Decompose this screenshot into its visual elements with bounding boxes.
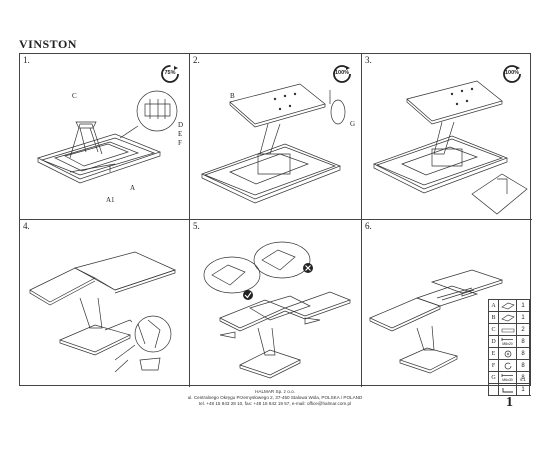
version-label: v.1 [520, 377, 526, 382]
part-qty: 1 [517, 312, 530, 323]
part-letter: D [489, 336, 499, 347]
step-6-illustration [369, 269, 504, 374]
part-letter: A [489, 300, 499, 311]
parts-row: A 1 [489, 300, 531, 312]
parts-row: C 2 [489, 324, 531, 336]
part-letter: E [489, 348, 499, 359]
instruction-grid: 1. 75% [19, 53, 532, 387]
step-number: 3. [365, 55, 372, 65]
step-number: 6. [365, 221, 372, 231]
step-number: 5. [193, 221, 200, 231]
part-label: G [350, 120, 356, 128]
badge-percent: 100% [504, 70, 520, 76]
rotate-icon [333, 65, 351, 83]
part-label: D [178, 121, 184, 129]
company-name: HALMAR Sp. z o.o. [255, 389, 295, 394]
parts-row: 1 [489, 384, 531, 396]
product-title: VINSTON [19, 37, 77, 51]
bolt-icon: M8x20 [499, 336, 517, 347]
part-label: A1 [106, 196, 115, 204]
step-3-panel: 3. 100% [362, 54, 532, 220]
step-3-illustration [373, 80, 528, 215]
check-icon [243, 290, 253, 300]
part-letter [489, 384, 499, 395]
part-label: A [130, 184, 136, 192]
panel-icon [499, 300, 517, 311]
part-label: F [178, 139, 182, 147]
step-5-illustration [203, 241, 351, 379]
washer-icon [499, 348, 517, 359]
parts-row: F 8 [489, 360, 531, 372]
step-number: 2. [193, 55, 200, 65]
step-4-panel: 4. [20, 220, 190, 387]
part-qty: 1 [517, 384, 530, 395]
part-size: M8x20 [502, 342, 513, 346]
rotate-icon [503, 65, 521, 83]
rotate-icon [161, 65, 179, 83]
step-4-illustration [29, 251, 176, 373]
step-2-panel: 2. 100% [190, 54, 362, 220]
badge-percent: 100% [334, 70, 350, 76]
company-footer: HALMAR Sp. z o.o. ul. Centralnego Okręgu… [0, 389, 550, 407]
part-letter: B [489, 312, 499, 323]
spring-washer-icon [499, 360, 517, 371]
step-1-panel: 1. 75% [20, 54, 190, 220]
step-5-panel: 5. [190, 220, 362, 387]
rotation-badge: 100% [332, 64, 352, 84]
part-qty: 8 [517, 372, 530, 383]
parts-list: A 1 B 1 C 2 D M8x20 8 E 8 F 8 G M6x30 8 … [488, 299, 531, 396]
step-2-illustration [201, 83, 346, 204]
part-qty: 8 [517, 348, 530, 359]
step-number: 4. [23, 221, 30, 231]
parts-row: D M8x20 8 [489, 336, 531, 348]
part-qty: 8 [517, 360, 530, 371]
part-letter: C [489, 324, 499, 335]
company-address: ul. Centralnego Okręgu Przemysłowego 2, … [187, 395, 363, 400]
part-qty: 2 [517, 324, 530, 335]
page-number: 1 [506, 395, 513, 410]
part-label: B [230, 92, 235, 100]
parts-row: E 8 [489, 348, 531, 360]
part-qty: 8 [517, 336, 530, 347]
part-label: E [178, 130, 183, 138]
step-1-illustration [37, 90, 178, 184]
rotation-badge: 100% [502, 64, 522, 84]
part-size: M6x30 [502, 378, 513, 382]
panel-icon [499, 312, 517, 323]
step-number: 1. [23, 55, 30, 65]
allen-key-icon [499, 384, 517, 395]
part-label: C [72, 92, 77, 100]
step-6-panel: 6. [362, 220, 532, 387]
parts-row: B 1 [489, 312, 531, 324]
part-qty: 1 [517, 300, 530, 311]
badge-percent: 75% [164, 70, 176, 76]
screw-icon: M6x30 [499, 372, 517, 383]
company-contact: tel. +48 15 843 28 10, fax: +48 15 842 1… [198, 401, 352, 406]
part-letter: G [489, 372, 499, 383]
leg-icon [499, 324, 517, 335]
cross-icon [303, 263, 313, 273]
rotation-badge: 75% [160, 64, 180, 84]
part-letter: F [489, 360, 499, 371]
parts-row: G M6x30 8 [489, 372, 531, 384]
